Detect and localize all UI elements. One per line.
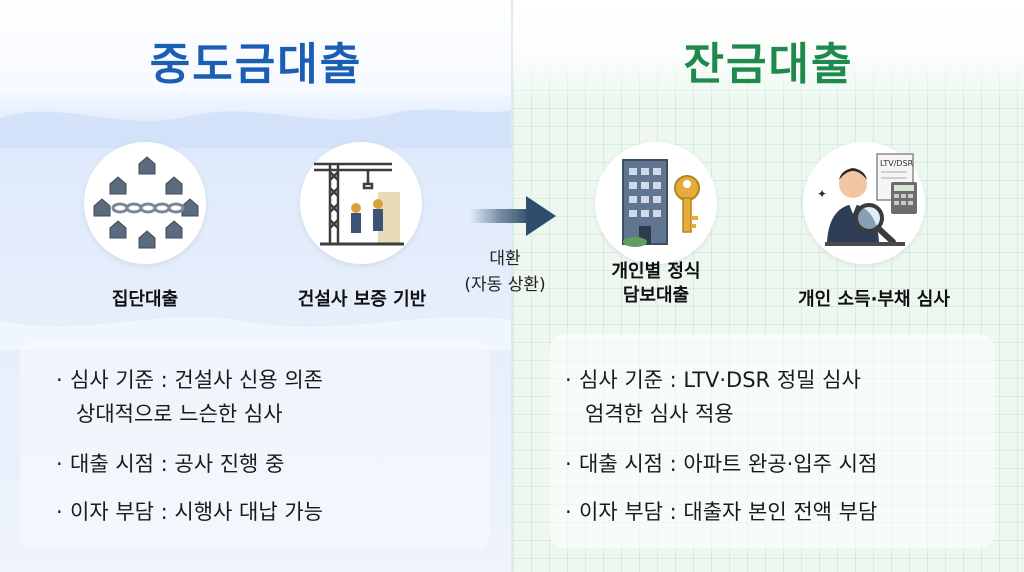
bullet-subtext: 엄격한 심사 적용 <box>585 402 734 426</box>
icon-caption: 개인별 정식 담보대출 <box>611 261 701 306</box>
loan-officer-magnifier-icon: LTV/DSR ✦ <box>803 142 925 264</box>
wave-decoration-lower <box>0 317 512 350</box>
right-title: 잔금대출 <box>683 39 854 90</box>
bullet-item: ·대출 시점 : 공사 진행 중 <box>56 452 285 476</box>
wave-decoration <box>0 109 512 148</box>
right-info-box <box>549 334 995 548</box>
building-key-icon <box>595 142 717 264</box>
construction-crane-icon <box>300 142 422 264</box>
panel-divider <box>511 0 513 572</box>
left-panel: 중도금대출 집단대출 <box>0 0 512 572</box>
connected-houses-icon <box>84 142 206 264</box>
left-info-box <box>20 340 490 550</box>
right-arrow-icon <box>470 196 556 236</box>
right-panel: 잔금대출 개인별 정식 담보대출 LTV/DSR <box>513 0 1024 572</box>
icon-caption: 집단대출 <box>111 289 179 310</box>
bullet-item: ·대출 시점 : 아파트 완공·입주 시점 <box>565 452 878 476</box>
icon-caption: 개인 소득·부채 심사 <box>798 289 950 310</box>
left-title: 중도금대출 <box>149 39 363 90</box>
icon-caption: 건설사 보증 기반 <box>297 289 427 310</box>
bullet-item: ·심사 기준 : LTV·DSR 정밀 심사 <box>565 368 861 392</box>
arrow-label: 대환 (자동 상환) <box>464 249 546 295</box>
bullet-item: ·심사 기준 : 건설사 신용 의존 <box>56 368 323 392</box>
bullet-item: ·이자 부담 : 시행사 대납 가능 <box>56 500 323 524</box>
bullet-item: ·이자 부담 : 대출자 본인 전액 부담 <box>565 500 878 524</box>
doc-label: LTV/DSR <box>880 159 914 168</box>
bullet-subtext: 상대적으로 느슨한 심사 <box>76 402 283 426</box>
svg-text:✦: ✦ <box>817 187 827 201</box>
